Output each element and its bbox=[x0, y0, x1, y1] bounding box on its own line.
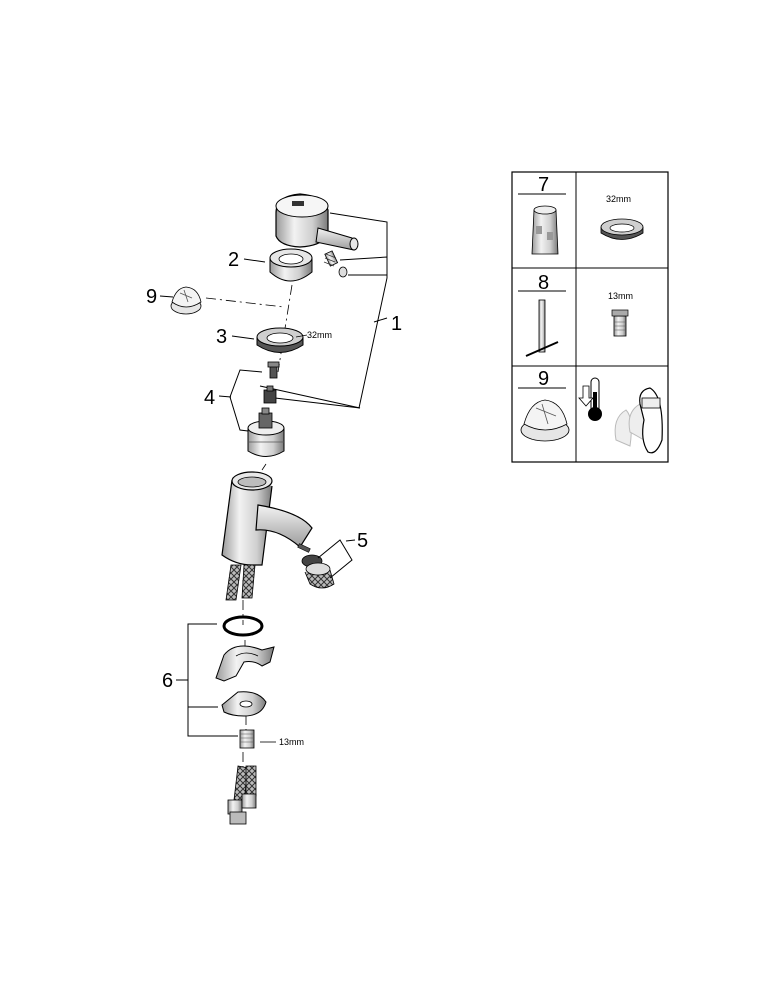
dim-32mm-part-3: 32mm bbox=[307, 330, 332, 340]
table-number-7: 7 bbox=[538, 174, 549, 196]
lever-set-screw bbox=[323, 250, 339, 267]
mounting-plate bbox=[215, 645, 275, 682]
table-row-8: 8 13mm bbox=[518, 272, 633, 357]
arrow-down-icon bbox=[578, 385, 594, 407]
aerator-insert bbox=[297, 543, 311, 553]
special-wrench bbox=[525, 299, 559, 357]
leader-4 bbox=[218, 395, 232, 398]
lever-screw-cap bbox=[338, 266, 348, 278]
leader-9 bbox=[159, 295, 174, 298]
bonnet-nut-spare bbox=[600, 218, 644, 240]
faucet-body bbox=[221, 471, 313, 566]
cartridge-adapter bbox=[263, 385, 277, 404]
threaded-nipple bbox=[239, 729, 255, 749]
cartridge bbox=[247, 407, 285, 457]
callout-4: 4 bbox=[204, 387, 215, 409]
leader-3 bbox=[231, 335, 255, 340]
table-row-7: 7 32mm bbox=[518, 174, 644, 255]
temperature-limiter-spare bbox=[520, 399, 570, 442]
table-row-9: 9 bbox=[518, 368, 663, 454]
bracket-5 bbox=[317, 539, 353, 579]
callout-1: 1 bbox=[391, 313, 402, 335]
callout-6: 6 bbox=[162, 670, 173, 692]
lever-rotation-icon bbox=[614, 387, 663, 454]
table-dim-7: 32mm bbox=[606, 194, 631, 204]
lever-handle bbox=[275, 193, 359, 251]
hose-connectors bbox=[227, 765, 257, 825]
leader-5 bbox=[345, 539, 356, 542]
flexible-hoses bbox=[225, 564, 256, 601]
cover-sleeve bbox=[269, 248, 313, 282]
leader-2 bbox=[243, 258, 266, 263]
callout-9: 9 bbox=[146, 286, 157, 308]
bracket-6 bbox=[187, 623, 238, 737]
temperature-limiter bbox=[170, 286, 202, 315]
fixing-washer bbox=[221, 691, 267, 717]
bonnet-nut bbox=[256, 327, 304, 353]
o-ring bbox=[222, 615, 264, 637]
spindle-extension bbox=[531, 205, 559, 255]
thermometer-icon bbox=[588, 377, 602, 421]
table-dim-8: 13mm bbox=[608, 291, 633, 301]
callout-3: 3 bbox=[216, 326, 227, 348]
bracket-1 bbox=[259, 212, 388, 409]
table-number-8: 8 bbox=[538, 272, 549, 294]
table-number-9: 9 bbox=[538, 368, 549, 390]
aerator bbox=[304, 562, 335, 589]
nipple-spare bbox=[611, 309, 629, 337]
cartridge-screw bbox=[267, 361, 280, 379]
callout-5: 5 bbox=[357, 530, 368, 552]
leader-3-dim bbox=[295, 334, 308, 338]
dim-13mm-part-6: 13mm bbox=[279, 737, 304, 747]
callout-2: 2 bbox=[228, 249, 239, 271]
